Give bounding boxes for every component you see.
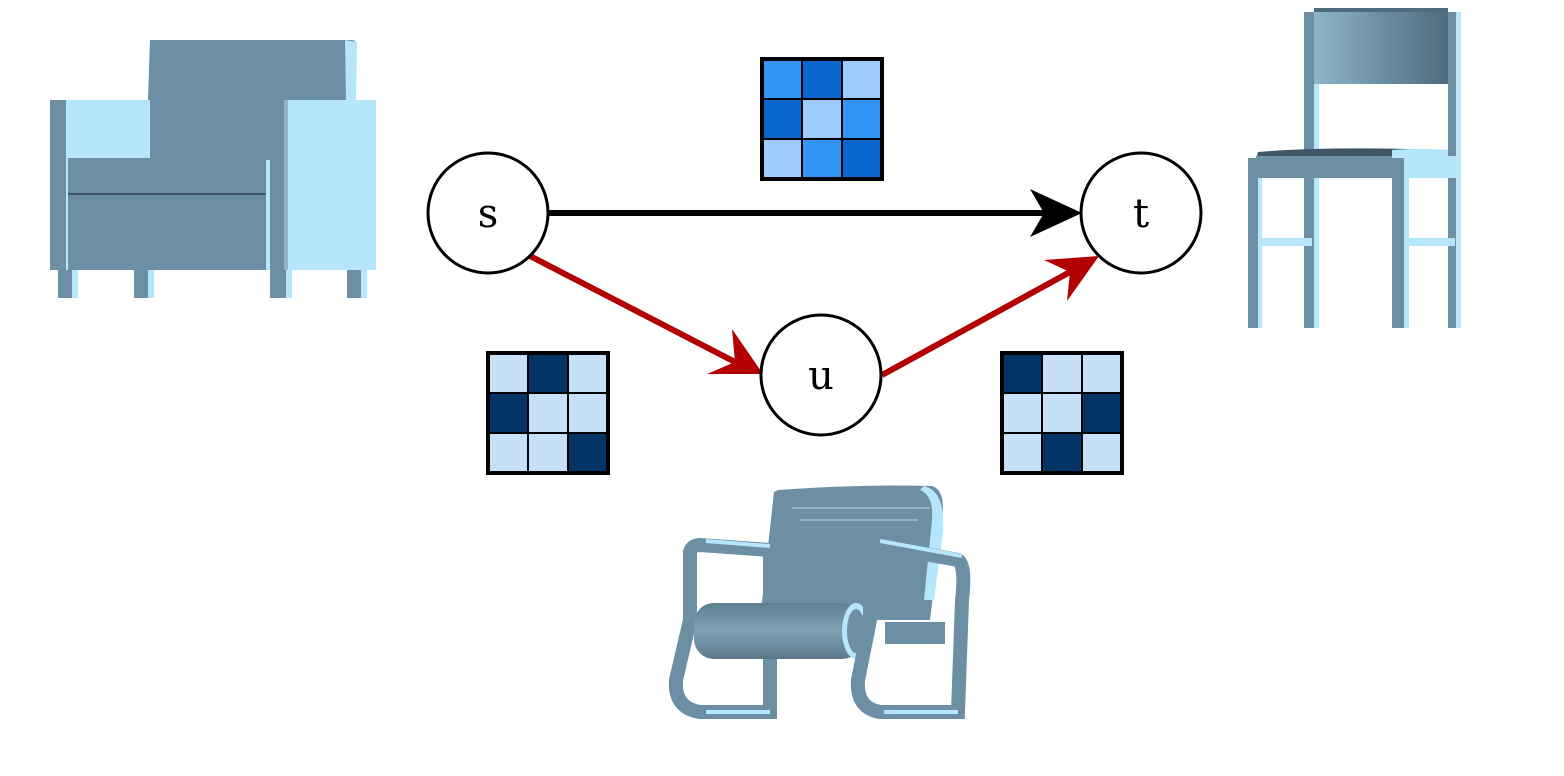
matrix-cell xyxy=(527,352,569,394)
matrix-cell xyxy=(527,432,569,474)
matrix-cell xyxy=(761,138,803,180)
edge-s-to-t xyxy=(548,189,1082,237)
matrix-s-to-t xyxy=(760,57,884,181)
edge-s-to-u xyxy=(528,253,763,374)
matrix-u-to-t xyxy=(1000,351,1124,475)
matrix-cell xyxy=(1081,352,1123,394)
matrix-cell xyxy=(1081,392,1123,434)
matrix-s-to-u xyxy=(486,351,610,475)
matrix-cell xyxy=(567,392,609,434)
matrix-cell xyxy=(801,98,843,140)
matrix-cell xyxy=(1081,432,1123,474)
matrix-cell xyxy=(1041,352,1083,394)
matrix-border xyxy=(760,57,884,181)
matrix-cell xyxy=(801,58,843,100)
matrix-cell xyxy=(1001,392,1043,434)
matrix-cell xyxy=(1041,432,1083,474)
arrowhead-s-u xyxy=(707,329,763,374)
matrix-cell xyxy=(1001,432,1043,474)
matrix-cell xyxy=(841,138,883,180)
matrix-cell xyxy=(567,432,609,474)
matrix-cell xyxy=(487,432,529,474)
node-t: t xyxy=(1079,151,1203,275)
node-t-label: t xyxy=(1133,191,1149,237)
node-u-label: u xyxy=(808,353,834,399)
node-s-label: s xyxy=(478,191,499,237)
matrix-cell xyxy=(841,98,883,140)
node-s: s xyxy=(426,151,550,275)
arrowhead-s-t xyxy=(1030,189,1082,237)
matrix-cell xyxy=(761,58,803,100)
matrix-cell xyxy=(1041,392,1083,434)
matrix-cell xyxy=(1001,352,1043,394)
arrowhead-u-t xyxy=(1044,256,1099,301)
edge-u-to-t xyxy=(880,256,1099,378)
matrix-cell xyxy=(841,58,883,100)
matrix-cell xyxy=(527,392,569,434)
matrix-cell xyxy=(487,392,529,434)
armchair-shape-s xyxy=(50,40,376,298)
node-u: u xyxy=(759,313,883,437)
matrix-cell xyxy=(487,352,529,394)
matrix-cell xyxy=(801,138,843,180)
matrix-border xyxy=(486,351,610,475)
matrix-cell xyxy=(567,352,609,394)
dining-chair-shape-t xyxy=(1248,8,1461,328)
lounge-chair-shape-u xyxy=(668,485,971,719)
matrix-border xyxy=(1000,351,1124,475)
matrix-cell xyxy=(761,98,803,140)
